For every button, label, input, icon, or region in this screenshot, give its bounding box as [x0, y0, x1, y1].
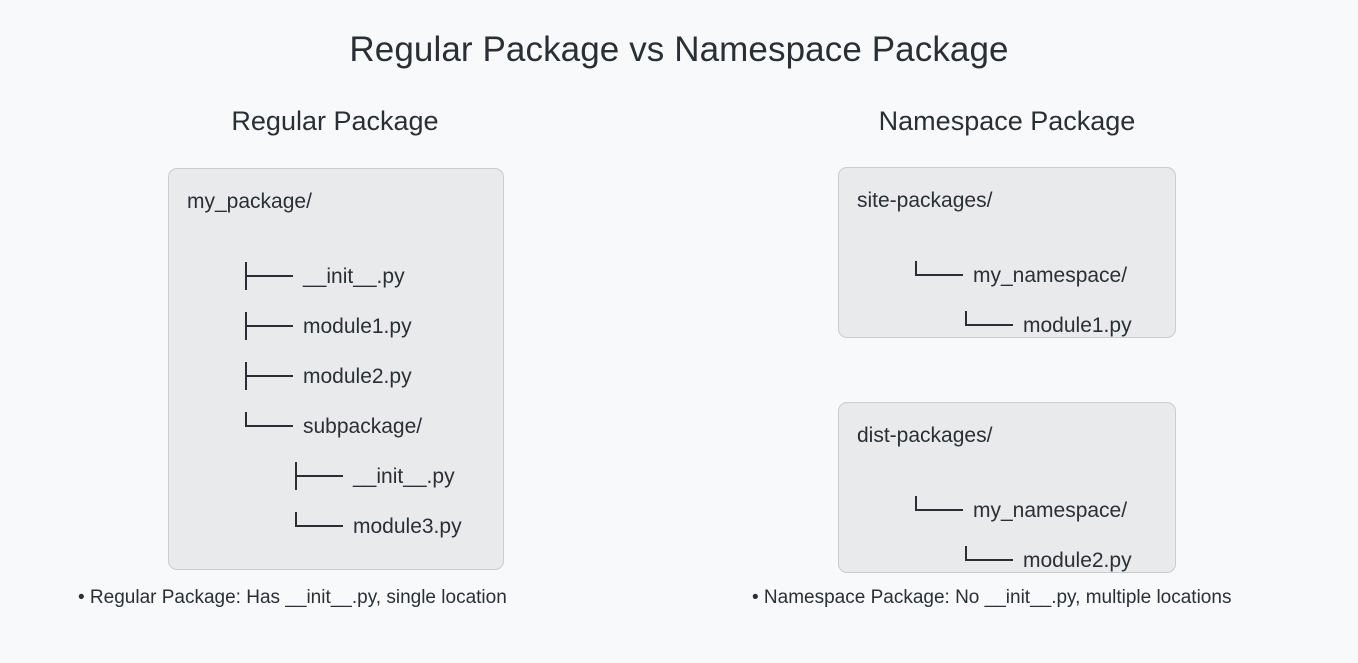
file-tree-dist-packages: dist-packages/my_namespace/module2.py	[839, 403, 1175, 572]
tree-node: __init__.py	[245, 262, 405, 290]
tree-branch-elbow-icon	[965, 546, 1015, 573]
tree-branch-tee-icon	[245, 312, 295, 340]
caption-namespace-package: • Namespace Package: No __init__.py, mul…	[752, 587, 1232, 608]
tree-node: module2.py	[245, 362, 412, 390]
tree-root-regular: my_package/	[187, 191, 312, 212]
tree-node-label: __init__.py	[303, 264, 405, 288]
tree-node-label: my_package/	[187, 190, 312, 213]
tree-node-label: subpackage/	[303, 414, 423, 438]
file-tree-regular: my_package/ __init__.py module1.py module2.…	[169, 169, 503, 569]
package-tree-panel-site-packages: site-packages/my_namespace/module1.py	[838, 167, 1176, 338]
tree-node-label: my_namespace/	[973, 263, 1128, 287]
tree-node-label: module1.py	[1023, 313, 1132, 337]
tree-node: module2.py	[965, 546, 1132, 573]
tree-root-dist: dist-packages/	[857, 425, 992, 446]
tree-node-label: module2.py	[1023, 548, 1132, 572]
tree-branch-tee-icon	[245, 362, 295, 390]
tree-node: module3.py	[295, 512, 462, 539]
tree-branch-elbow-icon	[915, 261, 965, 288]
package-tree-panel-dist-packages: dist-packages/my_namespace/module2.py	[838, 402, 1176, 573]
tree-node-label: __init__.py	[353, 464, 455, 488]
column-heading-regular: Regular Package	[231, 106, 439, 136]
tree-branch-tee-icon	[245, 262, 295, 290]
tree-branch-tee-icon	[295, 462, 345, 490]
page-title: Regular Package vs Namespace Package	[349, 30, 1009, 69]
tree-branch-elbow-icon	[915, 496, 965, 523]
tree-node-label: my_namespace/	[973, 498, 1128, 522]
tree-node-label: module2.py	[303, 364, 412, 388]
tree-node: module1.py	[965, 311, 1132, 338]
tree-node: subpackage/	[245, 412, 423, 439]
tree-node-label: module3.py	[353, 514, 462, 538]
tree-node-label: module1.py	[303, 314, 412, 338]
tree-branch-elbow-icon	[965, 311, 1015, 338]
package-tree-panel-regular: my_package/ __init__.py module1.py module2.…	[168, 168, 504, 570]
column-heading-namespace: Namespace Package	[878, 106, 1136, 136]
tree-node: my_namespace/	[915, 261, 1128, 288]
caption-regular-package: • Regular Package: Has __init__.py, sing…	[78, 587, 507, 608]
tree-node: module1.py	[245, 312, 412, 340]
tree-branch-elbow-icon	[295, 512, 345, 539]
tree-node: __init__.py	[295, 462, 455, 490]
file-tree-site-packages: site-packages/my_namespace/module1.py	[839, 168, 1175, 337]
tree-node-label: dist-packages/	[857, 424, 993, 447]
tree-node: my_namespace/	[915, 496, 1128, 523]
tree-node-label: site-packages/	[857, 189, 993, 212]
tree-root-site: site-packages/	[857, 190, 992, 211]
tree-branch-elbow-icon	[245, 412, 295, 439]
